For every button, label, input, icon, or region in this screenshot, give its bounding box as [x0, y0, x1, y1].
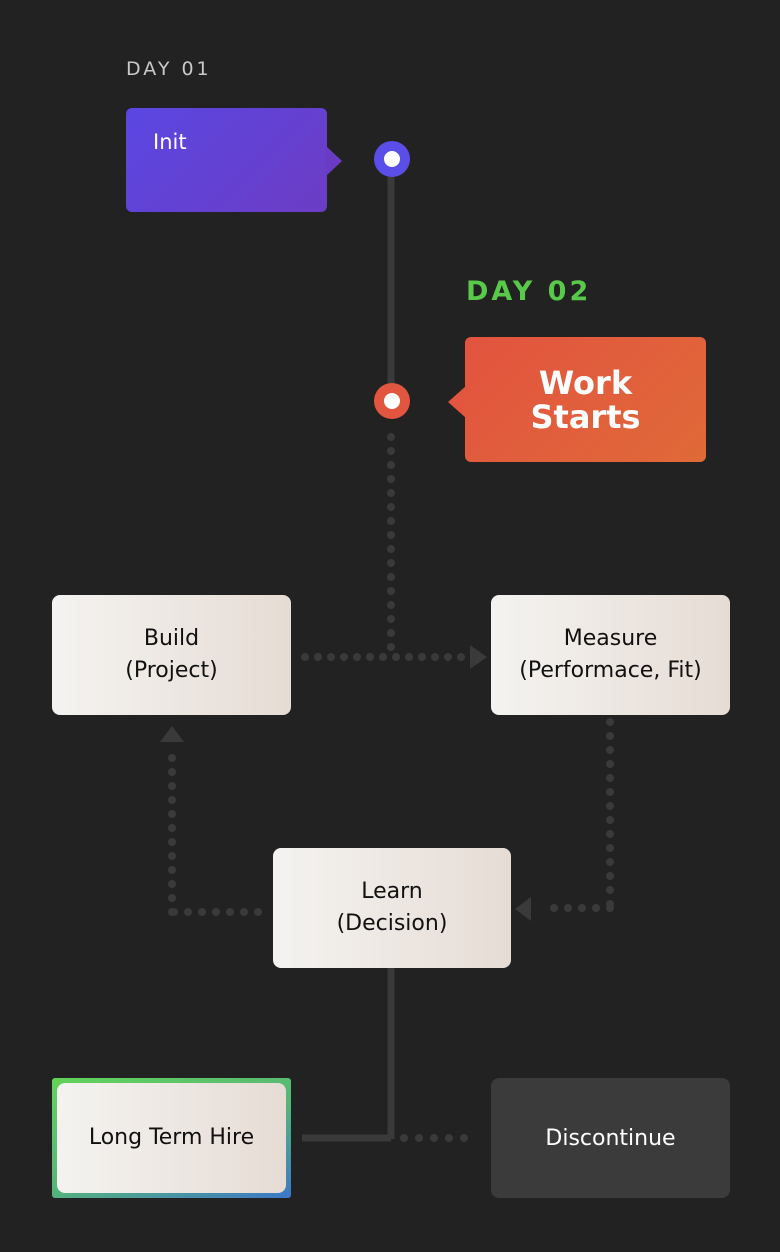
- discontinue-label: Discontinue: [545, 1125, 676, 1151]
- learn-subtitle: (Decision): [336, 911, 448, 936]
- day-02-label: DAY 02: [466, 276, 592, 307]
- discontinue-card: Discontinue: [491, 1078, 730, 1198]
- long-term-hire-label: Long Term Hire: [88, 1125, 255, 1150]
- build-subtitle: (Project): [125, 658, 218, 683]
- init-label: Init: [153, 130, 187, 154]
- arrow-to-learn: [515, 897, 531, 921]
- work-label-line1: Work: [538, 363, 633, 402]
- long-term-hire-card: Long Term Hire: [57, 1083, 286, 1193]
- build-card: Build (Project): [52, 595, 291, 715]
- work-starts-card: Work Starts: [465, 337, 706, 462]
- learn-title: Learn: [361, 879, 423, 904]
- measure-card: Measure (Performace, Fit): [491, 595, 730, 715]
- arrow-to-measure: [470, 645, 487, 669]
- init-card: Init: [126, 108, 327, 212]
- init-node-center: [384, 151, 400, 167]
- learn-card: Learn (Decision): [273, 848, 511, 968]
- init-card-pointer: [326, 146, 342, 176]
- build-title: Build: [143, 626, 200, 651]
- measure-subtitle: (Performace, Fit): [519, 658, 702, 683]
- day-01-label: DAY 01: [126, 58, 212, 80]
- work-card-pointer: [448, 386, 466, 418]
- work-label-line2: Starts: [530, 397, 641, 436]
- measure-title: Measure: [563, 626, 658, 651]
- work-node-center: [384, 393, 400, 409]
- arrow-to-build: [160, 726, 184, 742]
